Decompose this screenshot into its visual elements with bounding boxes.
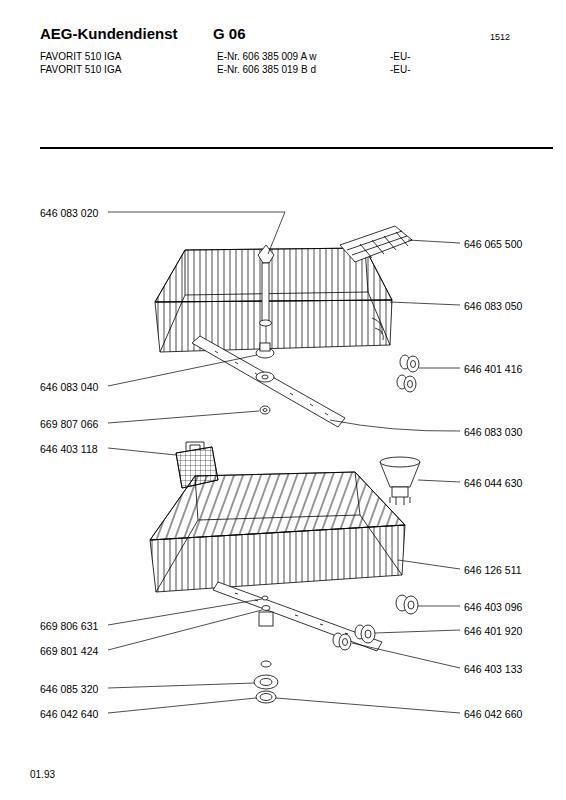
callout-number: 646 083 030 <box>464 427 522 438</box>
lower-spray-arm <box>213 582 382 703</box>
callout-number: 646 042 660 <box>464 709 522 720</box>
date-code: 01.93 <box>30 770 55 780</box>
model-name: FAVORIT 510 IGA <box>40 65 121 75</box>
callout-number: 646 044 630 <box>464 478 522 489</box>
header-title: AEG-Kundendienst <box>40 26 178 41</box>
callout-number: 646 126 511 <box>464 565 522 576</box>
callout-number: 646 403 133 <box>464 664 522 675</box>
model-name: FAVORIT 510 IGA <box>40 52 121 62</box>
salt-cap <box>380 457 420 505</box>
region-code: -EU- <box>390 52 411 62</box>
upper-spray-arm <box>192 336 345 427</box>
model-number: E-Nr. 606 385 019 B d <box>217 65 316 75</box>
callout-number: 646 083 020 <box>40 208 98 219</box>
upper-basket <box>155 248 392 352</box>
callout-number: 646 403 118 <box>40 444 98 455</box>
callout-number: 646 085 320 <box>40 684 98 695</box>
sheet-code: G 06 <box>213 26 246 41</box>
leader-lines <box>108 212 460 713</box>
callout-number: 646 083 050 <box>464 301 522 312</box>
callout-number: 646 042 640 <box>40 709 98 720</box>
model-number: E-Nr. 606 385 009 A w <box>217 52 317 62</box>
callout-number: 646 401 416 <box>464 364 522 375</box>
callout-number: 669 801 424 <box>40 646 98 657</box>
page-number: 1512 <box>490 33 510 42</box>
callout-number: 669 806 631 <box>40 621 98 632</box>
region-code: -EU- <box>390 65 411 75</box>
roller-wheels <box>397 355 419 392</box>
callout-number: 646 083 040 <box>40 382 98 393</box>
callout-number: 669 807 066 <box>40 419 98 430</box>
lower-wheels <box>333 595 418 650</box>
lower-basket <box>150 472 405 592</box>
callout-number: 646 403 096 <box>464 602 522 613</box>
spray-tube <box>258 245 274 326</box>
header-rule <box>40 147 553 149</box>
callout-number: 646 065 500 <box>464 239 522 250</box>
cutlery-tray <box>340 226 412 262</box>
callout-number: 646 401 920 <box>464 626 522 637</box>
